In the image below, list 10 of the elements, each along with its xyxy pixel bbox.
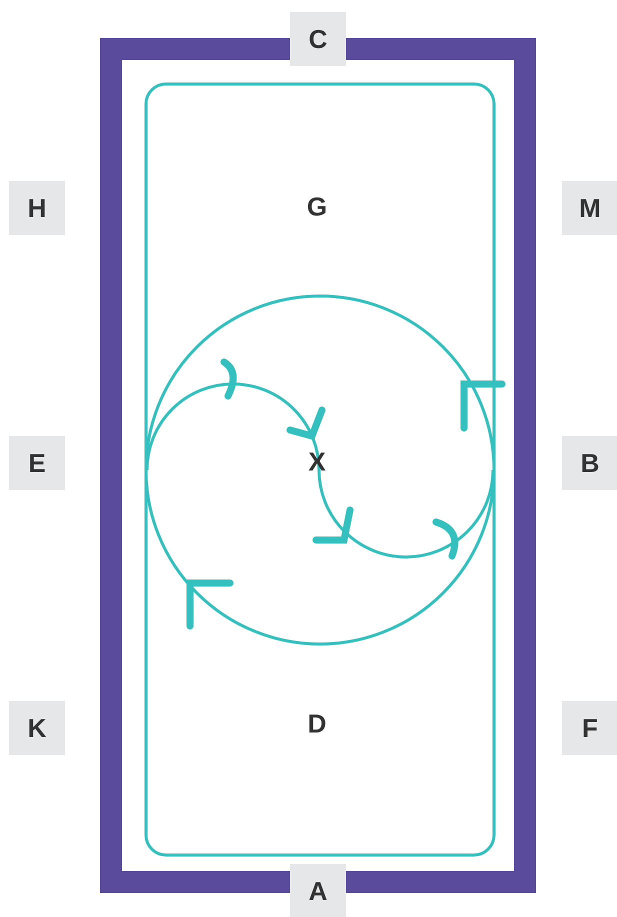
letter-marker: B <box>562 436 617 490</box>
arena-point-label: D <box>308 708 326 740</box>
arena-point-label: G <box>306 192 328 222</box>
letter-marker: A <box>290 864 346 917</box>
letter-marker: H <box>9 181 65 235</box>
letter-marker: M <box>562 181 617 235</box>
letter-marker: F <box>562 701 617 755</box>
letter-marker: K <box>9 701 65 755</box>
letter-marker: E <box>9 436 65 490</box>
letter-marker: C <box>290 12 346 66</box>
